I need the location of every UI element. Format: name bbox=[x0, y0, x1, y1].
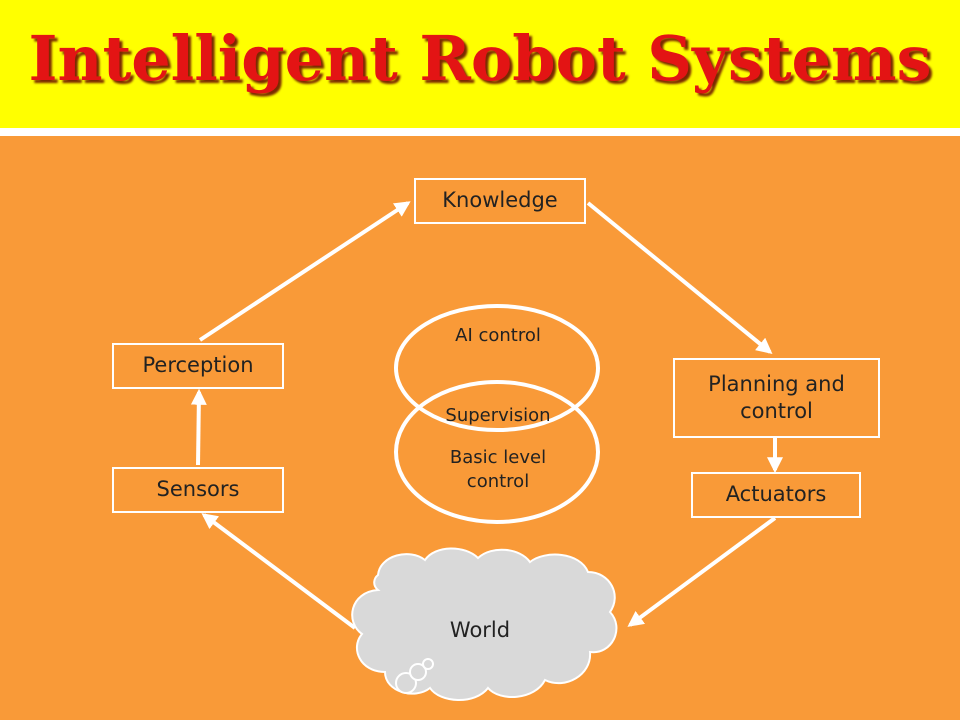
perception-box: Perception bbox=[112, 343, 284, 389]
slide-title: Intelligent Robot Systems bbox=[28, 22, 932, 95]
arrow-actuators-to-world bbox=[627, 516, 777, 627]
arrow-world-to-sensors bbox=[201, 513, 357, 630]
world-cloud-icon bbox=[351, 547, 618, 701]
venn-ai-control-ellipse bbox=[394, 304, 600, 432]
title-bar bbox=[0, 0, 960, 128]
venn-supervision-label: Supervision bbox=[445, 405, 551, 426]
venn-ai-control-label: AI control bbox=[455, 325, 541, 346]
venn-basic-control-label: Basic level control bbox=[449, 447, 547, 493]
knowledge-box: Knowledge bbox=[414, 178, 586, 224]
actuators-box: Actuators bbox=[691, 472, 861, 518]
arrow-sensors-to-perception bbox=[190, 388, 207, 466]
title-separator bbox=[0, 128, 960, 136]
sensors-box: Sensors bbox=[112, 467, 284, 513]
planning-control-box: Planning and control bbox=[673, 358, 880, 438]
venn-basic-control-ellipse bbox=[394, 380, 600, 524]
world-label: World bbox=[449, 618, 511, 642]
arrow-perception-to-knowledge bbox=[198, 201, 411, 342]
arrow-knowledge-to-planning bbox=[586, 201, 773, 355]
